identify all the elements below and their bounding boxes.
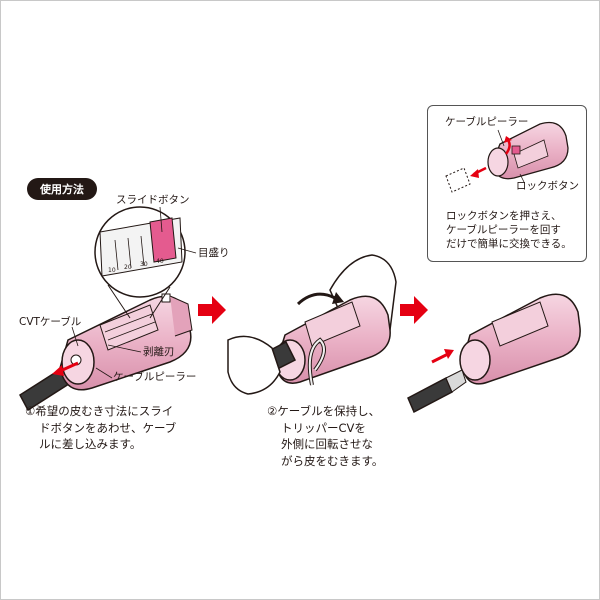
scale-tick: 30 [140, 261, 148, 268]
step2-line: 外側に回転させな [281, 437, 373, 452]
step1-insert-arrow [52, 361, 79, 376]
scale-tick: 40 [156, 258, 164, 265]
step2-description: ②ケーブルを保持し、 トリッパーCVを 外側に回転させな がら皮をむきます。 [267, 403, 383, 470]
usage-badge: 使用方法 [27, 178, 97, 200]
step2-hand-bottom [227, 335, 281, 395]
inset-illustration [445, 121, 569, 193]
scale-tick: 20 [124, 264, 132, 271]
arrow-step1-to-step2 [198, 296, 226, 324]
step1-tool [59, 293, 193, 391]
inset-desc-line: ケーブルピーラーを回す [446, 224, 561, 236]
step1-line: ①希望の皮むき寸法にスライ [25, 404, 174, 418]
label-cable-peeler: ケーブルピーラー [113, 371, 197, 383]
inset-desc-line: ロックボタンを押さえ、 [446, 210, 562, 222]
step1-line: ルに差し込みます。 [39, 437, 142, 452]
label-scale: 目盛り [198, 247, 230, 259]
step2-peeled-strip [307, 337, 326, 386]
scale-magnifier [94, 206, 186, 319]
magnifier-ticks: 10 20 30 40 [108, 258, 164, 274]
label-stripping-blade: 剥離刃 [143, 346, 175, 358]
step1-leaders [71, 206, 197, 379]
step1-description: ①希望の皮むき寸法にスライ ドボタンをあわせ、ケーブ ルに差し込みます。 [25, 403, 176, 453]
step3-insert-arrow [431, 349, 454, 364]
label-cvt-cable: CVTケーブル [19, 316, 82, 328]
label-slide-button: スライドボタン [116, 194, 190, 206]
step2-line: トリッパーCVを [281, 420, 366, 435]
inset-label-cable-peeler: ケーブルピーラー [445, 116, 529, 128]
step2-rotate-arrow [296, 292, 344, 306]
inset-desc-line: だけで簡単に交換できる。 [446, 238, 572, 250]
scale-tick: 10 [108, 267, 116, 274]
step2-tool [274, 295, 391, 384]
step3-tool [459, 293, 581, 385]
replacement-inset: ケーブルピーラー ロックボタン ロックボタンを押さえ、 ケーブルピーラーを回す … [427, 105, 587, 262]
step3-cable [407, 369, 467, 414]
step2-line: がら皮をむきます。 [281, 454, 384, 469]
step2-line: ②ケーブルを保持し、 [267, 404, 381, 418]
arrow-step2-to-step3 [400, 296, 428, 324]
inset-label-lock-button: ロックボタン [516, 180, 579, 192]
step1-line: ドボタンをあわせ、ケーブ [39, 420, 177, 435]
